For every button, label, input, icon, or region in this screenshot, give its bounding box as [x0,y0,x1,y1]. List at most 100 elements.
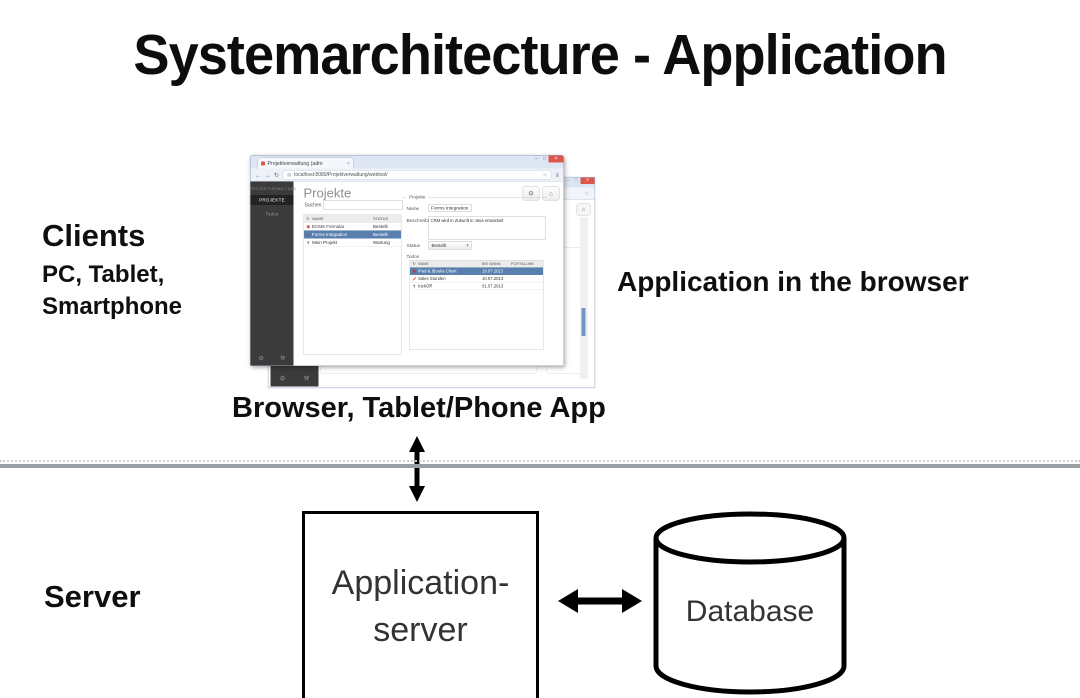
description-field[interactable]: CRM wird in Zukunft in Java entwickelt [428,216,546,240]
gear-icon[interactable]: ⚙ [258,354,264,362]
url-text: localhost:8080/Projektverwaltung/webtool… [294,172,388,178]
pencil-icon [412,277,416,281]
cell-name: iPad & iBooks Client [418,268,457,274]
back-minimize-maximize-icons[interactable]: – □ [567,177,580,183]
tab-title: Projektverwaltung (adm [267,160,323,167]
refresh-column-icon[interactable]: ↻ [306,216,310,221]
sidebar-footer: ⚙ ⚒ [251,355,294,362]
search-input[interactable] [323,200,403,210]
app-heading: Projekte [303,185,352,201]
application-server-box: Application- server [302,511,539,698]
vertical-double-arrow [409,436,425,502]
todo-row[interactable]: iPad & iBooks Client 19.07.2013 [410,267,543,275]
window-controls: – □ × [533,155,564,163]
database-cylinder [653,511,847,695]
browser-navbar: ← → ↻ ▤ localhost:8080/Projektverwaltung… [250,168,564,182]
url-bar[interactable]: ▤ localhost:8080/Projektverwaltung/webto… [282,169,552,180]
back-close-button[interactable]: × [580,177,595,184]
tab-close-icon[interactable]: × [346,160,350,167]
sidebar-item-todos[interactable]: Todos [265,211,279,217]
back-scrollbar-thumb[interactable] [581,308,586,336]
status-select[interactable]: Bestellt ▾ [428,241,472,250]
projects-table-header: ↻ NAME STATUS [304,215,401,223]
back-icon[interactable]: ← [255,171,261,179]
name-label: Name [406,206,420,212]
clients-label: Clients [42,218,146,253]
wrench-icon[interactable]: ⚒ [280,354,286,362]
gear-icon[interactable]: ⚙ [279,374,286,383]
page-title: Systemarchitecture - Application [133,23,947,87]
sidebar-header: PROJEKTVERWALTUNG [250,187,297,192]
back-home-button[interactable]: ⌂ [576,203,591,216]
cell-date: 01.07.2013 [482,283,504,289]
application-server-label-line2: server [373,611,468,649]
search-label: Suchen [304,202,322,209]
status-label: Status [406,243,420,249]
home-button[interactable]: ⌂ [542,186,560,201]
clients-sublabel-1: PC, Tablet, [42,261,165,288]
chevron-down-icon: ▾ [466,243,469,248]
cell-date: 10.07.2013 [482,276,504,281]
detail-legend: Projekte [406,194,429,200]
wrench-icon[interactable]: ⚒ [303,374,310,383]
pencil-icon [306,232,310,237]
todo-row[interactable]: KickOff 01.07.2013 [410,283,543,290]
divider-dotted-line [0,460,1080,462]
forward-icon[interactable]: → [264,171,271,179]
todos-table: ↻ NAME BIS WANN PORTALLINK iPad & iBooks… [409,260,544,350]
app-content: PROJEKTVERWALTUNG PROJEKTE Todos ⚙ ⚒ Proj… [250,181,564,366]
flower-icon [306,224,310,229]
column-header-biswann[interactable]: BIS WANN [482,261,501,267]
close-button[interactable]: × [548,155,564,163]
sidebar-item-projekte[interactable]: PROJEKTE [250,195,294,205]
settings-button[interactable]: ⚙ [522,186,540,201]
flower-icon [412,269,416,274]
cell-name: Sales Stunden [418,276,446,281]
column-header-name[interactable]: NAME [312,216,324,221]
application-in-browser-label: Application in the browser [617,266,969,297]
cell-date: 19.07.2013 [482,268,504,274]
back-star-icon[interactable]: ☆ [584,189,590,197]
application-server-label-line1: Application- [331,564,510,602]
browser-tab[interactable]: Projektverwaltung (adm × [257,157,354,169]
pin-icon [413,284,415,289]
todos-label: Todos [406,254,420,260]
page-icon: ▤ [287,172,292,177]
cell-status: Wartung [373,239,390,245]
menu-icon[interactable]: ≡ [555,171,559,179]
server-label: Server [44,579,141,614]
horizontal-double-arrow [558,589,642,613]
table-row[interactable]: ECMS Formular Bestellt [304,223,401,231]
table-row[interactable]: Forms Integration Bestellt [304,230,401,239]
description-label: Beschreibung [406,218,436,224]
app-sidebar: PROJEKTVERWALTUNG PROJEKTE Todos ⚙ ⚒ [250,181,297,366]
clients-sublabel-2: Smartphone [42,293,183,320]
maximize-icon[interactable]: □ [542,156,547,162]
detail-panel: Projekte Name Forms Integration Beschrei… [402,194,548,358]
front-browser-window: Projektverwaltung (adm × – □ × ← → ↻ ▤ l… [250,155,564,366]
cell-name: KickOff [418,283,432,289]
todo-row[interactable]: Sales Stunden 10.07.2013 [410,275,543,283]
browser-caption-label: Browser, Tablet/Phone App [232,392,606,424]
minimize-icon[interactable]: – [535,156,538,162]
cell-status: Bestellt [373,231,388,237]
cell-name: ECMS Formular [312,223,345,229]
name-field[interactable]: Forms Integration [428,204,472,212]
column-header-name[interactable]: NAME [418,261,429,267]
database-label: Database [685,595,815,628]
favicon [261,161,265,166]
bookmark-star-icon[interactable]: ☆ [542,172,548,178]
pin-icon [307,240,309,245]
cell-status: Bestellt [373,223,388,229]
cell-name: Forms Integration [312,231,348,237]
client-server-divider [0,464,1080,468]
todos-table-header: ↻ NAME BIS WANN PORTALLINK [410,260,543,268]
reload-icon[interactable]: ↻ [274,171,280,179]
column-header-status[interactable]: STATUS [373,216,389,221]
status-value: Bestellt [431,243,447,248]
refresh-column-icon[interactable]: ↻ [412,261,416,267]
column-header-portallink[interactable]: PORTALLINK [511,261,534,267]
back-scrollbar[interactable] [580,217,588,379]
